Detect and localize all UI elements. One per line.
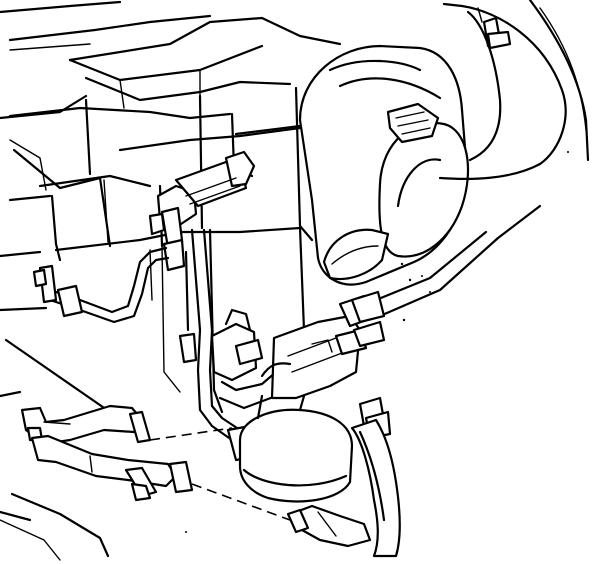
blower-motor-housing <box>298 44 470 286</box>
hvac-module-housing <box>0 16 342 561</box>
hose-clamp <box>311 290 392 440</box>
fender-panel <box>364 0 590 318</box>
outlet-elbow <box>286 418 401 558</box>
scan-specks <box>185 151 569 533</box>
bulkhead-connector <box>148 150 256 272</box>
firewall-contour <box>0 0 212 248</box>
heater-hose-lower <box>30 434 291 521</box>
vacuum-line <box>32 246 170 324</box>
